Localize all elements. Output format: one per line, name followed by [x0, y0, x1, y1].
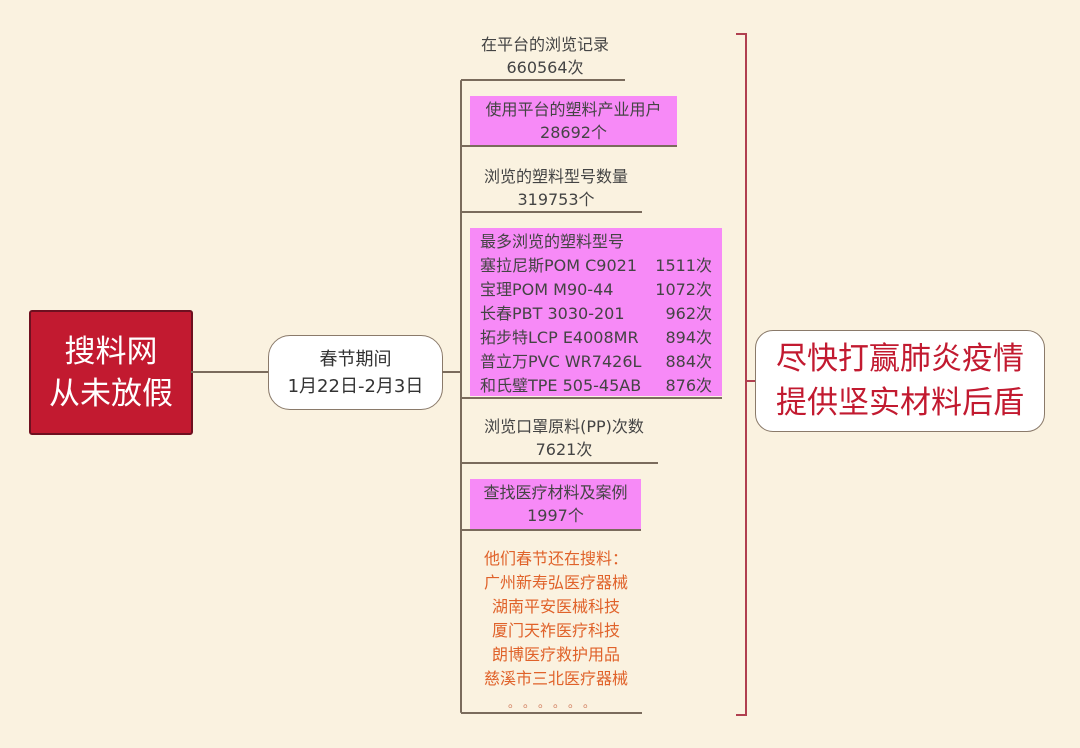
model-count: 884次: [665, 352, 712, 371]
model-row: 普立万PVC WR7426L 884次: [480, 350, 712, 374]
model-name: 和氏璧TPE 505-45AB: [480, 376, 642, 395]
model-count: 1511次: [655, 256, 712, 275]
stat-models-browsed: 浏览的塑料型号数量 319753个: [470, 165, 642, 211]
period-node: 春节期间 1月22日-2月3日: [268, 335, 443, 410]
model-name: 塞拉尼斯POM C9021: [480, 256, 638, 275]
summary-bracket: [736, 33, 747, 716]
companies-title: 他们春节还在搜料：: [483, 549, 628, 568]
root-node: 搜料网 从未放假: [29, 310, 193, 435]
model-count: 876次: [665, 376, 712, 395]
stat-users: 使用平台的塑料产业用户 28692个: [470, 96, 677, 145]
model-count: 962次: [665, 304, 712, 323]
top-models-title: 最多浏览的塑料型号: [480, 232, 625, 251]
model-row: 拓步特LCP E4008MR 894次: [480, 326, 712, 350]
stat-label: 浏览的塑料型号数量: [483, 167, 628, 186]
root-line1: 搜料网: [64, 333, 158, 370]
stat-label: 查找医疗材料及案例: [483, 483, 628, 502]
top-models-box: 最多浏览的塑料型号 塞拉尼斯POM C9021 1511次 宝理POM M90-4…: [470, 228, 722, 396]
ellipsis: 。。。。。。: [507, 696, 604, 710]
model-count: 1072次: [655, 280, 712, 299]
stat-value: 7621次: [535, 440, 593, 459]
root-line2: 从未放假: [49, 375, 173, 412]
model-row: 塞拉尼斯POM C9021 1511次: [480, 254, 712, 278]
stat-browse-records: 在平台的浏览记录 660564次: [470, 33, 620, 79]
stat-value: 1997个: [527, 506, 584, 525]
branch-spine: [460, 80, 462, 713]
stat-value: 28692个: [540, 123, 607, 142]
stat-label: 浏览口罩原料(PP)次数: [484, 417, 644, 436]
model-row: 和氏璧TPE 505-45AB 876次: [480, 374, 712, 398]
underline: [461, 712, 642, 714]
underline: [461, 462, 658, 464]
goal-node: 尽快打赢肺炎疫情 提供坚实材料后盾: [755, 330, 1045, 432]
stat-value: 660564次: [506, 58, 584, 77]
underline: [461, 211, 642, 213]
model-name: 普立万PVC WR7426L: [480, 352, 642, 371]
model-row: 长春PBT 3030-201 962次: [480, 302, 712, 326]
model-name: 长春PBT 3030-201: [480, 304, 625, 323]
model-count: 894次: [665, 328, 712, 347]
period-dates: 1月22日-2月3日: [287, 375, 424, 397]
underline: [461, 397, 722, 399]
model-name: 宝理POM M90-44: [480, 280, 614, 299]
goal-line1: 尽快打赢肺炎疫情: [776, 341, 1024, 377]
model-row: 宝理POM M90-44 1072次: [480, 278, 712, 302]
company: 厦门天祚医疗科技: [491, 621, 620, 640]
company: 慈溪市三北医疗器械: [483, 669, 628, 688]
period-title: 春节期间: [319, 348, 392, 370]
stat-medical-materials: 查找医疗材料及案例 1997个: [470, 479, 641, 529]
connector: [746, 380, 756, 382]
underline: [461, 529, 641, 531]
company: 湖南平安医械科技: [491, 597, 620, 616]
connector: [442, 371, 461, 373]
company: 朗博医疗救护用品: [491, 645, 620, 664]
stat-mask-material: 浏览口罩原料(PP)次数 7621次: [470, 415, 658, 461]
underline: [461, 79, 625, 81]
stat-label: 使用平台的塑料产业用户: [485, 100, 662, 119]
companies-list: 他们春节还在搜料： 广州新寿弘医疗器械 湖南平安医械科技 厦门天祚医疗科技 朗博…: [470, 547, 642, 715]
stat-value: 319753个: [517, 190, 595, 209]
stat-label: 在平台的浏览记录: [480, 35, 609, 54]
company: 广州新寿弘医疗器械: [483, 573, 628, 592]
goal-line2: 提供坚实材料后盾: [776, 385, 1024, 421]
underline: [461, 145, 677, 147]
connector: [191, 371, 269, 373]
model-name: 拓步特LCP E4008MR: [480, 328, 639, 347]
